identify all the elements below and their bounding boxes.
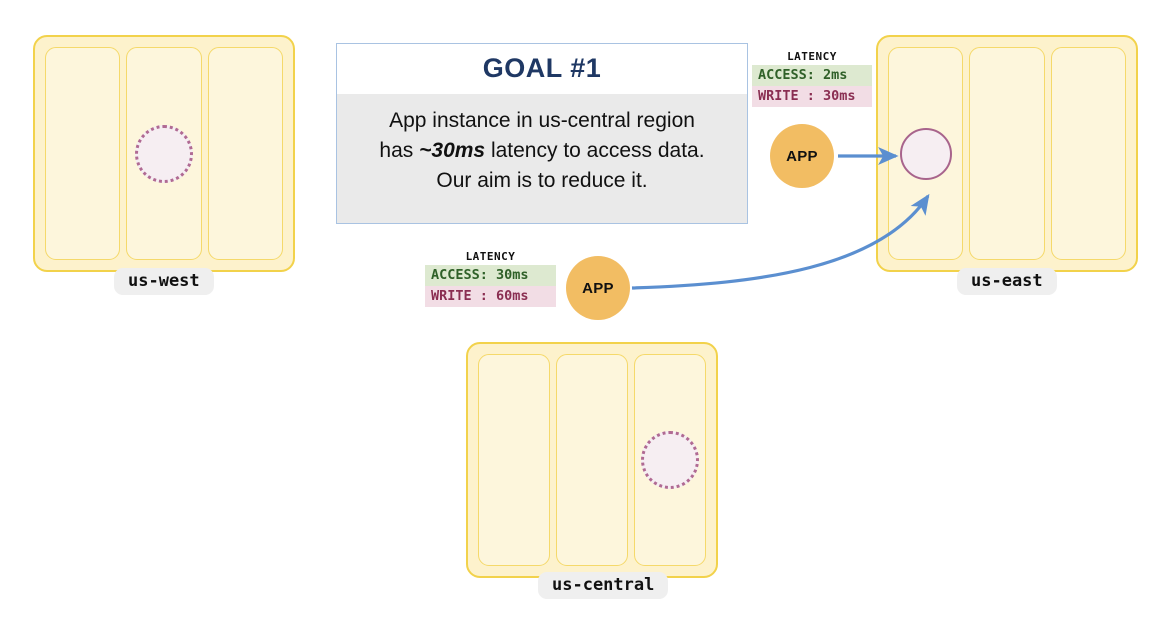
region-us-east[interactable] xyxy=(876,35,1138,272)
region-us-east-zone-3[interactable] xyxy=(1050,47,1126,260)
app-node-us-central[interactable]: APP xyxy=(566,256,630,320)
goal-body-line-2-pre: has xyxy=(379,138,420,162)
latency-panel-us-east: LATENCY ACCESS: 2ms WRITE : 30ms xyxy=(752,50,872,107)
region-us-central-zone-1[interactable] xyxy=(478,354,550,566)
latency-panel-us-east-title: LATENCY xyxy=(787,50,837,63)
latency-panel-us-central-access: ACCESS: 30ms xyxy=(425,265,556,286)
latency-panel-us-east-write: WRITE : 30ms xyxy=(752,85,872,107)
region-label-us-east: us-east xyxy=(957,268,1057,295)
latency-panel-us-central: LATENCY ACCESS: 30ms WRITE : 60ms xyxy=(425,250,556,307)
goal-callout: GOAL #1 App instance in us-central regio… xyxy=(336,43,748,224)
app-node-us-east[interactable]: APP xyxy=(770,124,834,188)
us-central-replica-circle[interactable] xyxy=(641,431,699,489)
region-us-central-zone-3[interactable] xyxy=(634,354,706,566)
region-us-west-zone-2[interactable] xyxy=(126,47,202,260)
app-node-us-central-label: APP xyxy=(582,279,614,297)
app-node-us-east-label: APP xyxy=(786,147,818,165)
goal-callout-title: GOAL #1 xyxy=(337,44,747,94)
goal-body-line-2-post: latency to access data. xyxy=(485,138,705,162)
region-label-us-west: us-west xyxy=(114,268,214,295)
goal-body-line-3: Our aim is to reduce it. xyxy=(436,168,648,192)
latency-panel-us-central-title: LATENCY xyxy=(465,250,516,263)
goal-body-line-1: App instance in us-central region xyxy=(389,109,695,132)
us-west-replica-circle[interactable] xyxy=(134,124,193,183)
region-us-central-zone-2[interactable] xyxy=(556,354,628,566)
region-label-us-central: us-central xyxy=(538,572,669,599)
region-us-east-zone-2[interactable] xyxy=(969,47,1045,260)
region-us-west[interactable] xyxy=(33,35,295,272)
region-us-central[interactable] xyxy=(466,342,718,578)
region-us-west-zone-1[interactable] xyxy=(45,47,121,260)
us-east-primary-circle[interactable] xyxy=(899,127,952,180)
region-us-east-zone-1[interactable] xyxy=(888,47,964,260)
latency-panel-us-central-write: WRITE : 60ms xyxy=(425,285,556,307)
goal-callout-body: App instance in us-central region has ~3… xyxy=(337,94,747,223)
latency-panel-us-east-access: ACCESS: 2ms xyxy=(752,65,872,86)
goal-body-highlight: ~30ms xyxy=(419,138,486,162)
region-us-west-zone-3[interactable] xyxy=(207,47,283,260)
